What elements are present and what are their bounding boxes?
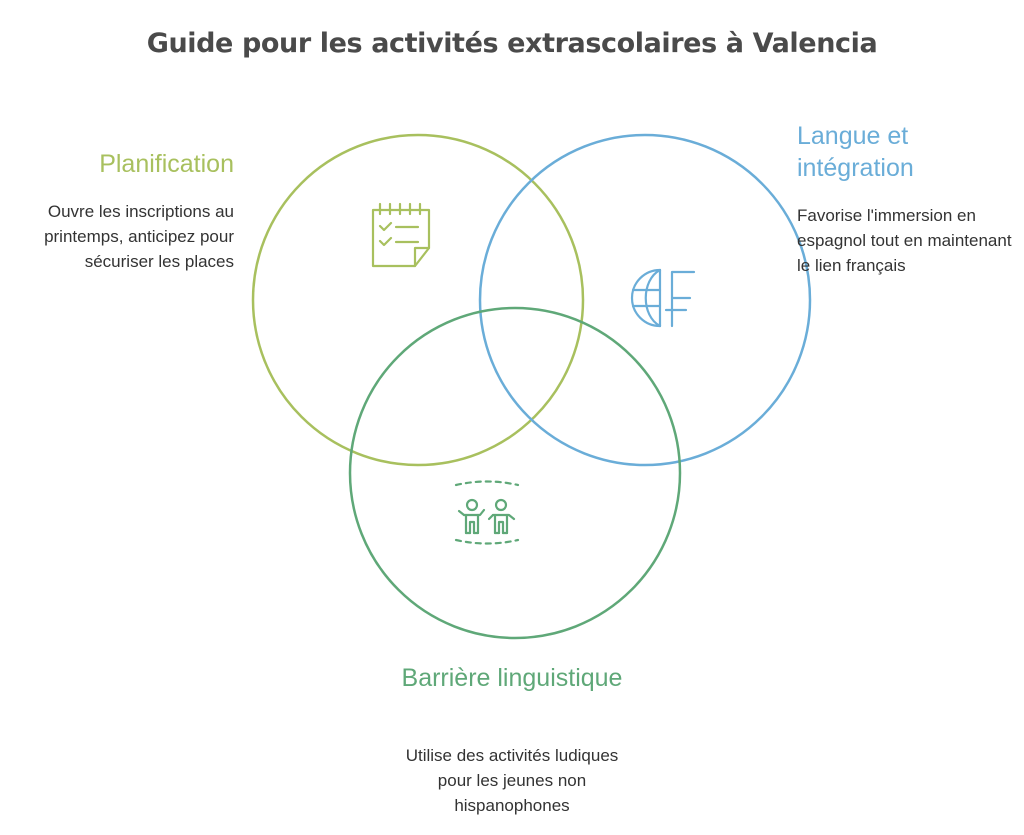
planning-heading: Planification [99, 150, 234, 178]
page-title: Guide pour les activités extrascolaires … [146, 28, 878, 59]
globe-franc-icon [630, 268, 696, 328]
barrier-circle [348, 306, 682, 640]
planning-circle [251, 133, 585, 467]
language-circle [478, 133, 812, 467]
language-description: Favorise l'immersion en espagnol tout en… [797, 206, 1012, 275]
calendar-checklist-icon [371, 202, 431, 268]
children-playing-icon [454, 480, 520, 545]
barrier-description: Utilise des activités ludiques pour les … [405, 746, 619, 815]
language-heading: Langue et intégration [797, 122, 914, 182]
planning-description: Ouvre les inscriptions au printemps, ant… [44, 202, 234, 271]
barrier-heading: Barrière linguistique [401, 664, 623, 692]
